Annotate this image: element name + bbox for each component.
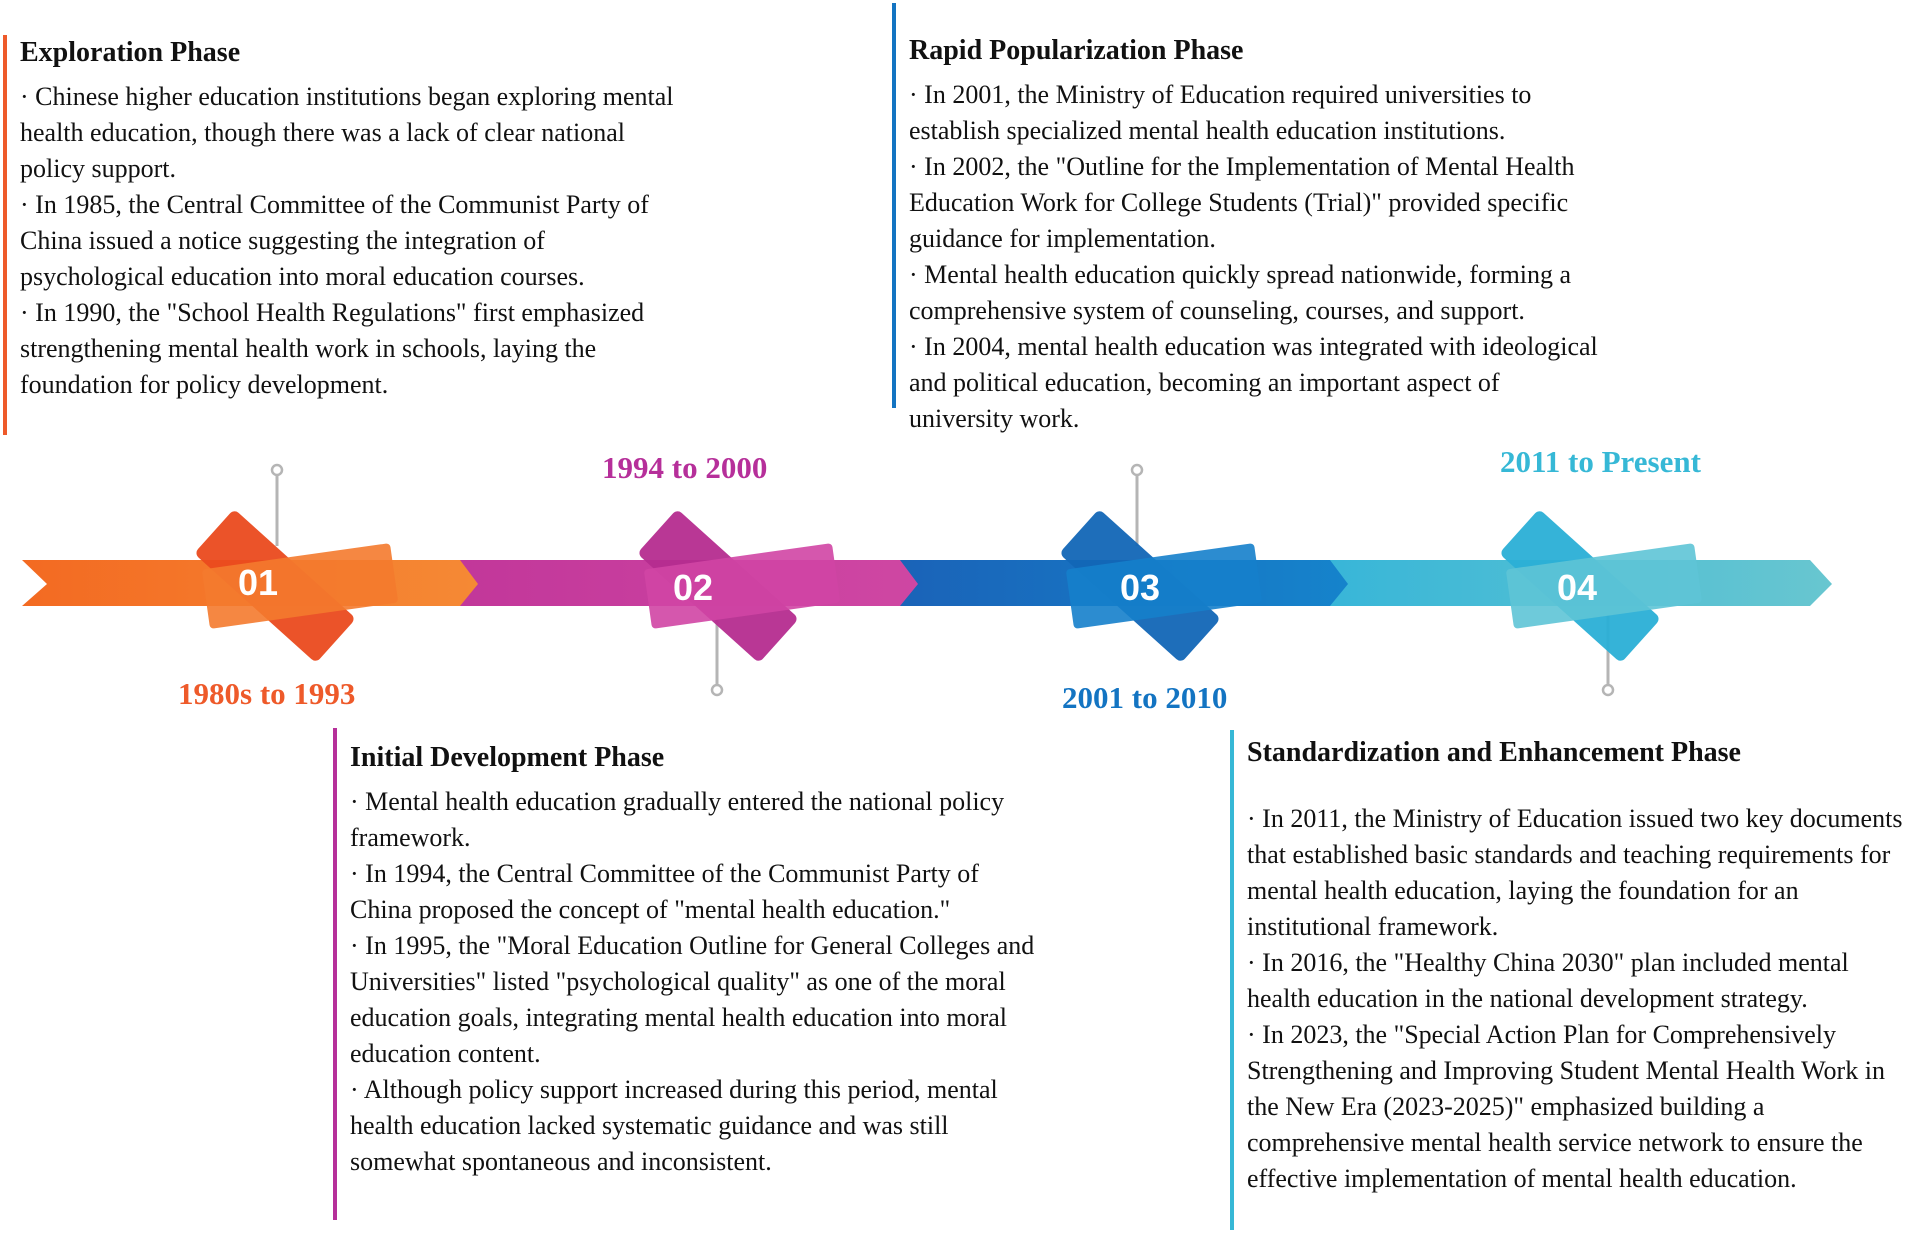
phase-point: · In 2004, mental health education was i…	[909, 332, 1598, 433]
phase-box-rapid-popularization: Rapid Popularization Phase · In 2001, th…	[892, 3, 1652, 437]
period-label-02: 1994 to 2000	[602, 450, 768, 485]
phase-accent-bar-02	[333, 728, 337, 1220]
phase-point: · In 1995, the "Moral Education Outline …	[350, 931, 1035, 1068]
phase-points-01: · Chinese higher education institutions …	[20, 79, 693, 403]
phase-point: · In 2001, the Ministry of Education req…	[909, 80, 1532, 145]
phase-point: · In 2016, the "Healthy China 2030" plan…	[1247, 948, 1849, 1013]
milestone-number-03: 03	[1120, 567, 1160, 608]
milestone-number-04: 04	[1557, 567, 1597, 608]
phase-title-03: Rapid Popularization Phase	[909, 35, 1244, 66]
phase-title-02: Initial Development Phase	[350, 742, 665, 773]
phase-title-04: Standardization and Enhancement Phase	[1247, 737, 1741, 768]
milestone-number-01: 01	[238, 562, 278, 603]
milestone-ribbon-02	[639, 511, 840, 661]
phase-accent-bar-01	[3, 35, 7, 435]
phase-accent-bar-04	[1230, 730, 1234, 1230]
phase-point: · In 1990, the "School Health Regulation…	[20, 298, 645, 399]
milestone-ribbon-01	[196, 511, 398, 661]
phase-title-01: Exploration Phase	[20, 37, 241, 68]
phase-points-04: · In 2011, the Ministry of Education iss…	[1247, 801, 1908, 1197]
connector-dot-03	[1130, 463, 1144, 477]
connector-dot-04	[1601, 683, 1615, 697]
phase-box-exploration: Exploration Phase · Chinese higher educa…	[3, 35, 693, 435]
phase-point: · Chinese higher education institutions …	[20, 82, 674, 183]
phase-point: · In 1985, the Central Committee of the …	[20, 190, 649, 291]
milestone-ribbon-04	[1501, 511, 1702, 661]
phase-point: · Mental health education quickly spread…	[909, 260, 1572, 325]
connector-dot-01	[270, 463, 284, 477]
milestone-number-02: 02	[673, 567, 713, 608]
milestone-ribbon-03	[1061, 511, 1262, 661]
period-label-01: 1980s to 1993	[178, 676, 356, 711]
phase-point: · Mental health education gradually ente…	[350, 787, 1005, 852]
phase-point: · In 1994, the Central Committee of the …	[350, 859, 979, 924]
period-label-04: 2011 to Present	[1500, 444, 1701, 479]
phase-points-03: · In 2001, the Ministry of Education req…	[909, 77, 1652, 437]
phase-point: · Although policy support increased duri…	[350, 1075, 998, 1176]
phase-box-initial-development: Initial Development Phase · Mental healt…	[333, 728, 1034, 1220]
phase-point: · In 2023, the "Special Action Plan for …	[1247, 1020, 1885, 1193]
period-label-03: 2001 to 2010	[1062, 680, 1228, 715]
connector-dot-02	[710, 683, 724, 697]
phase-points-02: · Mental health education gradually ente…	[350, 784, 1034, 1180]
phase-box-standardization-enhancement: Standardization and Enhancement Phase · …	[1230, 730, 1908, 1230]
phase-point: · In 2002, the "Outline for the Implemen…	[909, 152, 1575, 253]
phase-accent-bar-03	[892, 3, 896, 408]
phase-point: · In 2011, the Ministry of Education iss…	[1247, 804, 1903, 941]
